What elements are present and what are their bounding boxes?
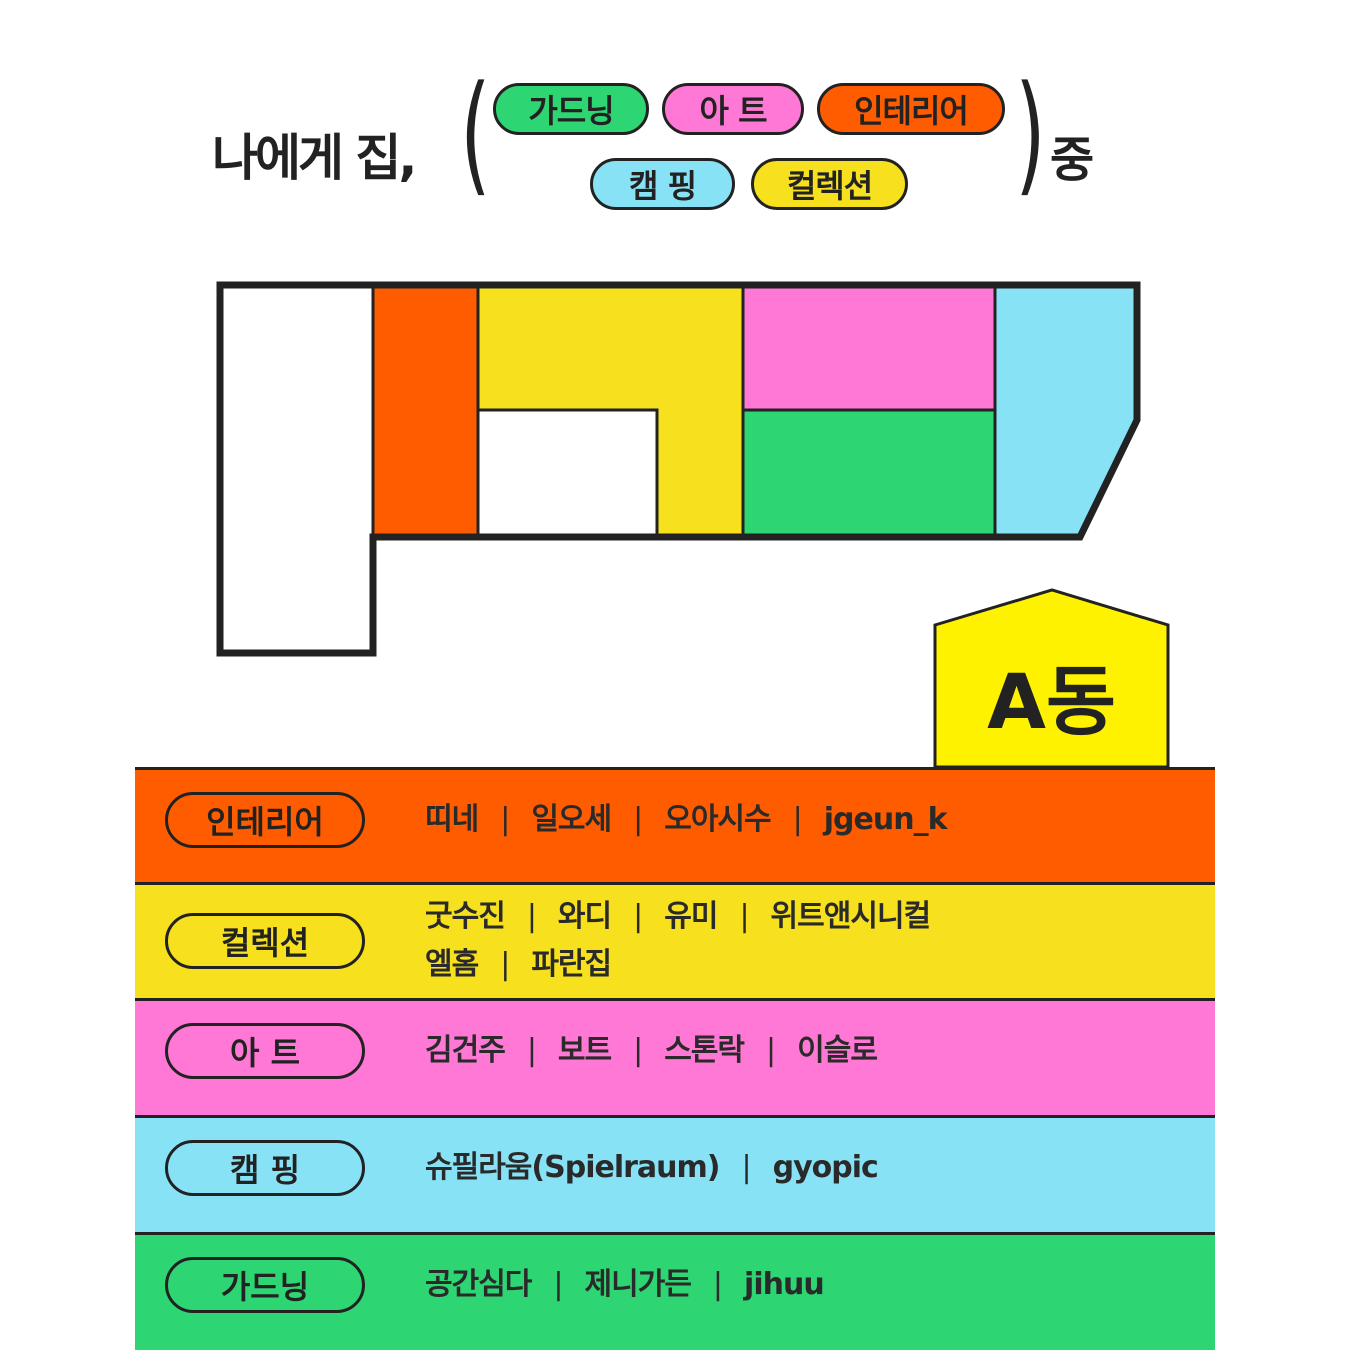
separator: | [741, 1150, 751, 1185]
exhibitor-line: 굿수진 | 와디 | 유미 | 위트앤시니컬 [425, 893, 932, 941]
exhibitor-line: 슈필라움(Spielraum) | gyopic [425, 1144, 879, 1192]
zone-gardening [741, 408, 997, 539]
separator: | [712, 1267, 723, 1302]
separator: | [500, 802, 510, 837]
exhibitor-list: 김건주 | 보트 | 스톤락 | 이슬로 [425, 1027, 878, 1075]
floor-plan [216, 281, 1170, 769]
category-pill-gardening: 가드닝 [493, 83, 649, 135]
category-row-interior: 인테리어 띠네 | 일오세 | 오아시수 | jgeun_k [135, 767, 1215, 882]
exhibitor-name: 굿수진 [425, 899, 506, 934]
separator: | [553, 1267, 563, 1302]
exhibitor-name: 오아시수 [664, 802, 771, 837]
close-paren: ) [1015, 57, 1046, 209]
exhibitor-line: 띠네 | 일오세 | 오아시수 | jgeun_k [425, 796, 948, 844]
category-tag: 캠 핑 [165, 1140, 365, 1196]
exhibitor-list: 슈필라움(Spielraum) | gyopic [425, 1144, 879, 1192]
category-tag: 인테리어 [165, 792, 365, 848]
category-tag: 아 트 [165, 1023, 365, 1079]
category-pill-art: 아 트 [662, 83, 804, 135]
exhibitor-name: 보트 [557, 1033, 612, 1068]
exhibitor-line: 엘홈 | 파란집 [425, 941, 930, 989]
exhibitor-name: 파란집 [531, 947, 612, 982]
separator: | [766, 1033, 776, 1068]
exhibitor-name: 엘홈 [425, 947, 479, 982]
floor-outline [216, 281, 1141, 657]
zone-empty-left [220, 285, 373, 653]
separator: | [526, 1033, 537, 1068]
category-pill-interior: 인테리어 [817, 83, 1005, 135]
category-row-gardening: 가드닝 공간심다 | 제니가든 | jihuu [135, 1232, 1215, 1350]
title-suffix: 중 [1050, 132, 1095, 188]
exhibitor-name: gyopic [772, 1150, 879, 1185]
zone-interior [373, 285, 478, 537]
exhibitor-name: 김건주 [425, 1033, 506, 1068]
category-row-art: 아 트 김건주 | 보트 | 스톤락 | 이슬로 [135, 998, 1215, 1115]
separator: | [633, 899, 643, 934]
exhibitor-name: 위트앤시니컬 [770, 899, 932, 934]
exhibitor-line: 김건주 | 보트 | 스톤락 | 이슬로 [425, 1027, 878, 1075]
zone-art [741, 283, 997, 412]
exhibitor-name: 일오세 [531, 802, 612, 837]
zone-camping [993, 283, 1139, 539]
separator: | [526, 899, 537, 934]
building-a-sign [933, 588, 1170, 769]
exhibitor-name: 스톤락 [664, 1033, 745, 1068]
separator: | [500, 947, 510, 982]
category-tag: 가드닝 [165, 1257, 365, 1313]
exhibitor-name: 띠네 [425, 802, 479, 837]
category-pill-camping: 캠 핑 [590, 158, 735, 210]
exhibitor-name: 이슬로 [797, 1033, 878, 1068]
exhibitor-name: 제니가든 [584, 1267, 692, 1302]
exhibitor-line: 공간심다 | 제니가든 | jihuu [425, 1261, 825, 1309]
exhibitor-list: 띠네 | 일오세 | 오아시수 | jgeun_k [425, 796, 948, 844]
separator: | [633, 802, 643, 837]
category-tag: 컬렉션 [165, 913, 365, 969]
category-row-camping: 캠 핑 슈필라움(Spielraum) | gyopic [135, 1115, 1215, 1232]
building-label: A동 [987, 657, 1116, 746]
exhibitor-name: jihuu [744, 1267, 825, 1302]
exhibitor-list: 공간심다 | 제니가든 | jihuu [425, 1261, 825, 1309]
exhibitor-name: 슈필라움(Spielraum) [425, 1150, 720, 1185]
zone-empty-center [476, 408, 659, 539]
exhibitor-name: 와디 [557, 899, 612, 934]
separator: | [633, 1033, 643, 1068]
separator: | [792, 802, 803, 837]
page-title: 나에게 집, [212, 129, 417, 187]
exhibitor-name: 유미 [664, 899, 718, 934]
open-paren: ( [460, 57, 491, 209]
exhibitor-name: jgeun_k [823, 802, 948, 837]
exhibitor-name: 공간심다 [425, 1267, 532, 1302]
category-pill-collection: 컬렉션 [751, 158, 908, 210]
separator: | [739, 899, 749, 934]
